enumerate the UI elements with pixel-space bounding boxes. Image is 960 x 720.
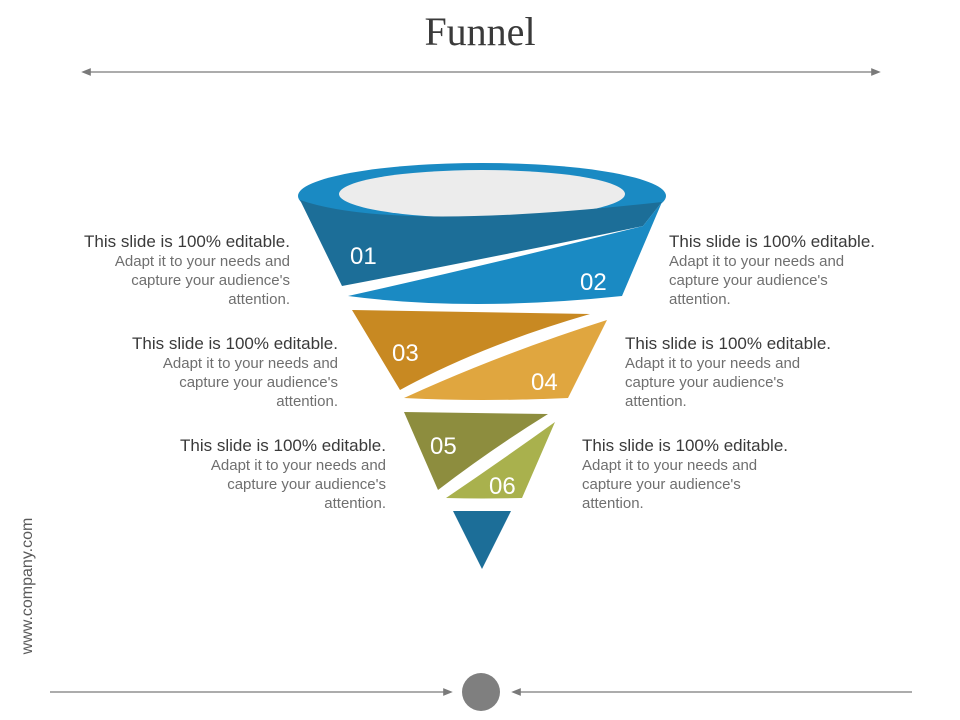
funnel-segment-02 (348, 202, 662, 304)
funnel-segment-04 (404, 320, 607, 400)
funnel-segment-06 (446, 422, 555, 499)
label-right-1: This slide is 100% editable. Adapt it to… (669, 231, 919, 309)
segment-number-01: 01 (350, 243, 377, 270)
label-body: Adapt it to your needs and capture your … (114, 253, 290, 308)
segment-number-03: 03 (392, 340, 419, 367)
label-left-1: This slide is 100% editable. Adapt it to… (40, 231, 290, 309)
label-heading: This slide is 100% editable. (582, 436, 789, 455)
funnel-segment-05 (404, 412, 548, 490)
label-left-3: This slide is 100% editable. Adapt it to… (136, 435, 386, 513)
slide-title: Funnel (424, 9, 536, 54)
funnel-opening (339, 170, 625, 218)
company-url: www.company.com (19, 517, 36, 655)
segment-number-04: 04 (531, 369, 558, 396)
segment-number-05: 05 (430, 433, 457, 460)
label-right-2: This slide is 100% editable. Adapt it to… (625, 333, 875, 411)
label-heading: This slide is 100% editable. (131, 334, 338, 353)
funnel-tip (453, 511, 511, 569)
funnel-segment-01 (300, 200, 662, 286)
bottom-center-circle (462, 673, 500, 711)
label-body: Adapt it to your needs and capture your … (669, 253, 845, 308)
label-heading: This slide is 100% editable. (179, 436, 386, 455)
label-body: Adapt it to your needs and capture your … (162, 355, 338, 410)
segment-number-06: 06 (489, 473, 516, 500)
segment-number-02: 02 (580, 269, 607, 296)
label-heading: This slide is 100% editable. (625, 334, 832, 353)
label-body: Adapt it to your needs and capture your … (210, 457, 386, 512)
label-heading: This slide is 100% editable. (83, 232, 290, 251)
label-heading: This slide is 100% editable. (669, 232, 876, 251)
label-body: Adapt it to your needs and capture your … (625, 355, 801, 410)
label-right-3: This slide is 100% editable. Adapt it to… (582, 435, 832, 513)
label-body: Adapt it to your needs and capture your … (582, 457, 758, 512)
funnel-segment-03 (352, 310, 590, 390)
label-left-2: This slide is 100% editable. Adapt it to… (88, 333, 338, 411)
